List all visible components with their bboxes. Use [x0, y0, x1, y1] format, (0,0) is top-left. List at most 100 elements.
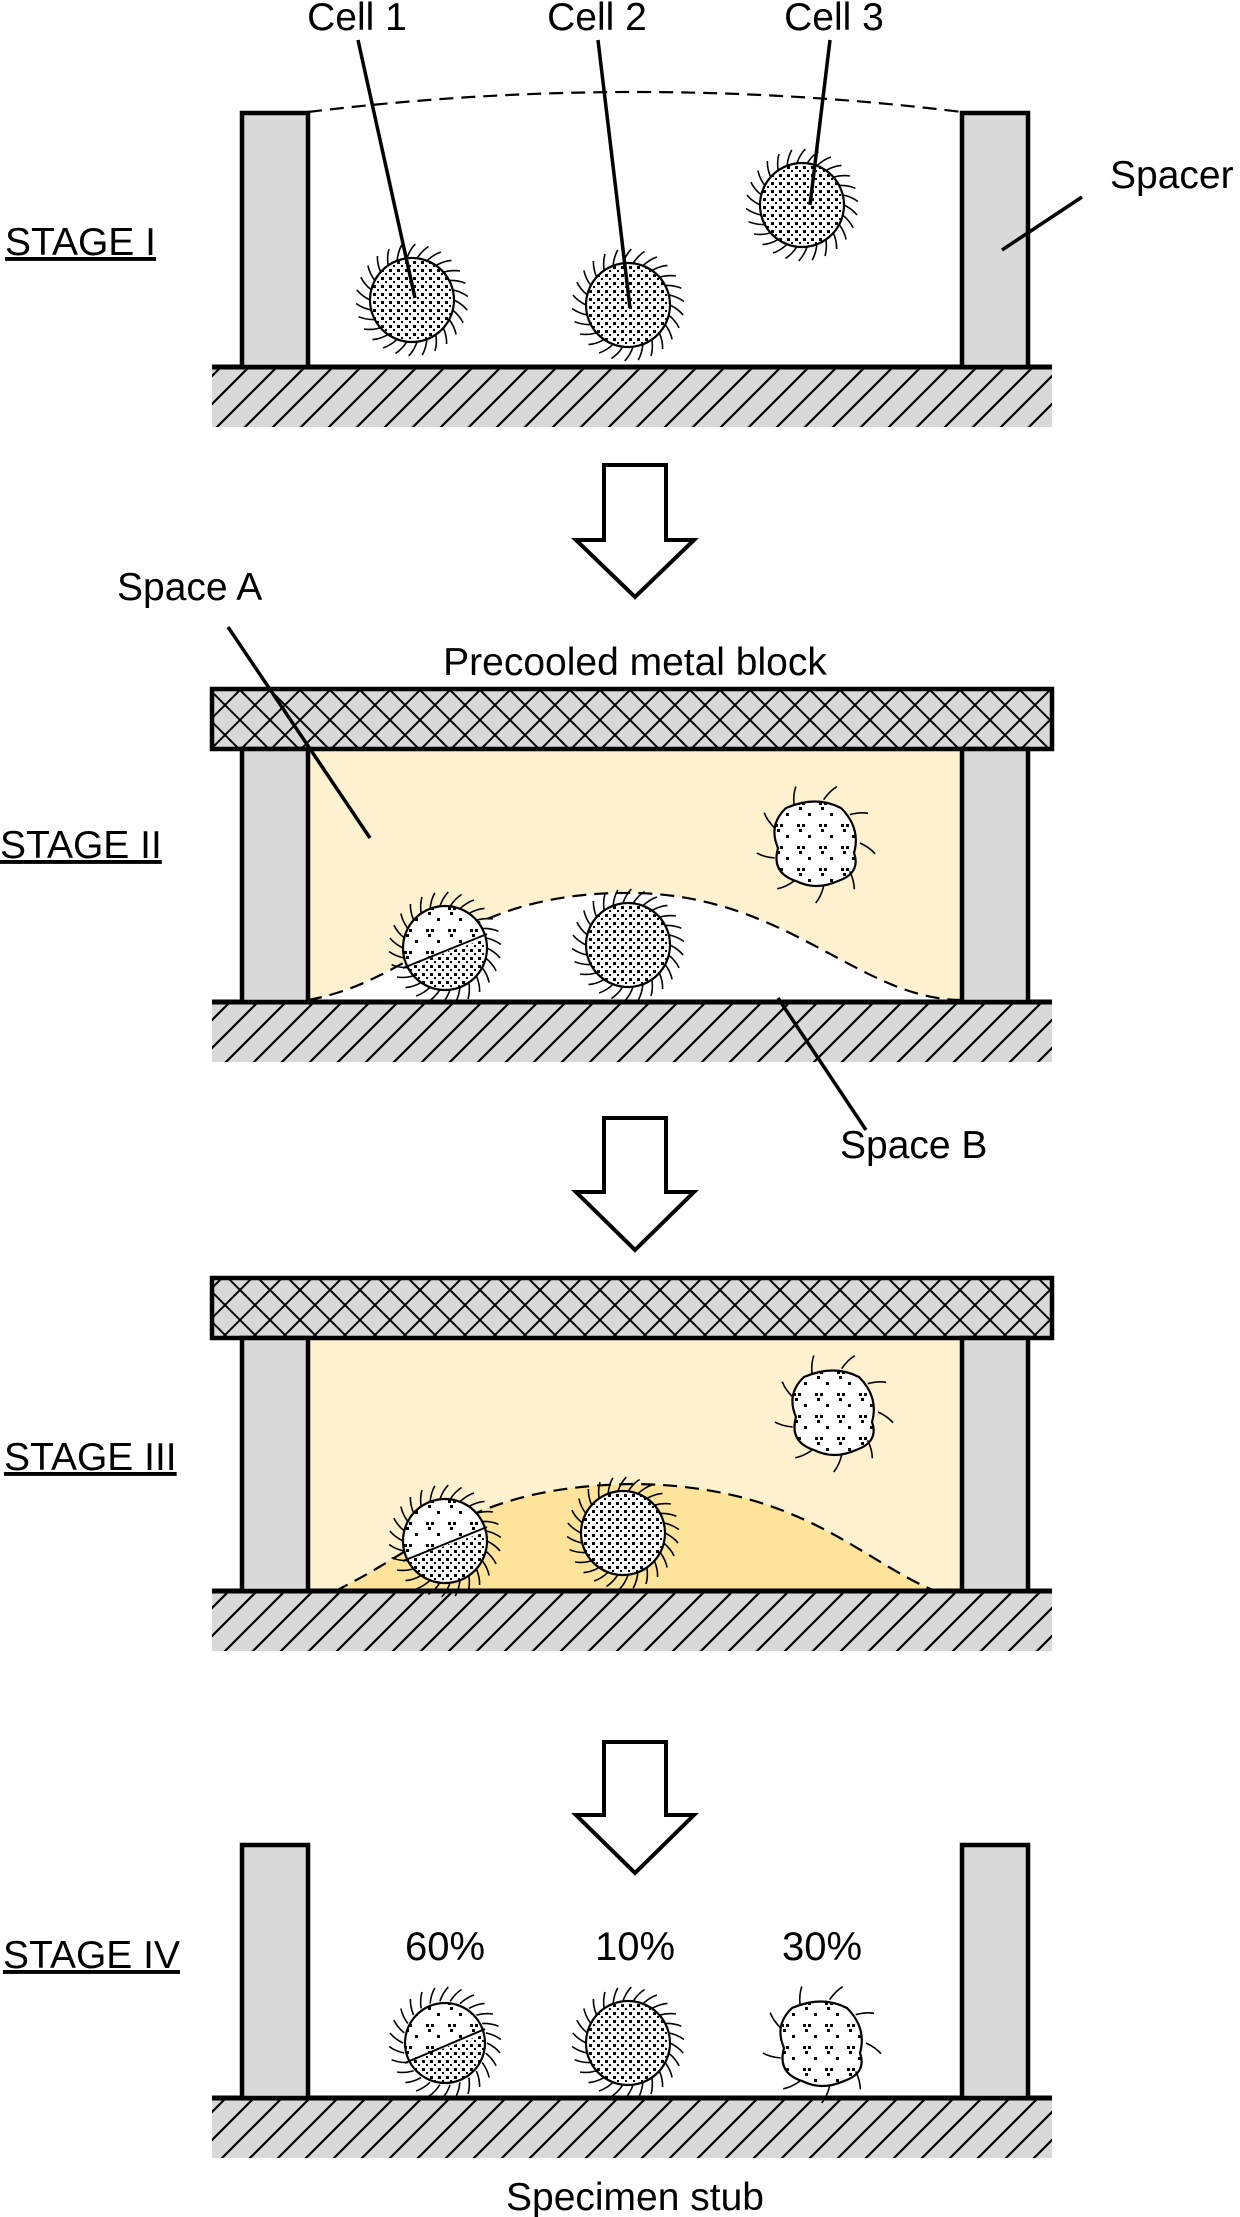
cilium: [610, 986, 624, 1000]
cilium: [396, 975, 414, 979]
cilium: [592, 900, 598, 918]
cell-2-fractured: [571, 1986, 685, 2100]
stage1-spacer-left: [239, 110, 311, 370]
cilium: [668, 294, 685, 303]
cilium: [452, 309, 464, 324]
cilium: [419, 1489, 423, 1507]
cilium: [459, 899, 475, 910]
cilium: [482, 927, 499, 933]
cell-1: [355, 243, 469, 357]
cilium: [784, 246, 798, 260]
cilium: [443, 269, 461, 273]
cilium: [427, 989, 441, 1003]
cilium: [658, 2070, 664, 2088]
cilium: [405, 2076, 422, 2084]
cilium: [583, 2008, 592, 2024]
cilium: [571, 947, 588, 956]
cilium: [454, 2082, 461, 2099]
stage-2: Space A Precooled metal block STAGE II S…: [0, 566, 1055, 1167]
cilium: [746, 194, 761, 206]
cilium: [358, 315, 375, 321]
cilium: [783, 2080, 801, 2090]
cilium: [453, 299, 468, 311]
cilium: [664, 964, 673, 980]
cell-1-partial-frozen: [388, 1484, 502, 1598]
cilium: [610, 2084, 624, 2098]
stage1-specimen-stub: [212, 367, 1052, 427]
cilium: [658, 332, 664, 350]
cilium: [396, 244, 403, 261]
cilium: [393, 924, 405, 939]
cilium: [475, 975, 481, 993]
stage-2-label: STAGE II: [0, 824, 162, 867]
cilium: [665, 2022, 682, 2028]
cilium: [854, 2070, 862, 2090]
stage-3-label: STAGE III: [4, 1436, 177, 1479]
cilium: [627, 1478, 641, 1492]
cilium: [429, 892, 436, 909]
cilium: [442, 327, 448, 345]
cilium: [593, 1571, 609, 1582]
cilium: [441, 989, 451, 1005]
cilium: [426, 251, 442, 262]
cilium: [669, 944, 684, 956]
cilium: [781, 1381, 794, 1398]
cilium: [658, 972, 664, 990]
cilium: [659, 2012, 677, 2016]
cilium: [468, 2002, 485, 2010]
cilium: [642, 1994, 658, 2005]
cilium: [419, 1991, 423, 2009]
cilium: [486, 2042, 501, 2054]
cell-2-frozen: [571, 888, 685, 1002]
cilium: [583, 910, 592, 926]
specimen-stub-label: Specimen stub: [506, 2176, 764, 2217]
cilium: [669, 2042, 684, 2054]
cilium: [645, 1567, 649, 1585]
cilium: [659, 914, 677, 918]
cilium: [579, 2070, 597, 2074]
cilium: [843, 204, 858, 216]
cilium: [588, 2076, 605, 2084]
cilium: [588, 338, 605, 346]
cilium: [650, 2077, 654, 2095]
cilium: [745, 207, 762, 216]
cilium: [408, 341, 418, 357]
cilium: [481, 967, 490, 983]
cilium: [429, 1987, 436, 2004]
cilium: [382, 338, 398, 349]
cilium: [394, 341, 408, 355]
cilium: [664, 324, 673, 340]
cilium: [571, 2045, 588, 2054]
cilium: [576, 921, 588, 936]
cilium: [485, 2052, 497, 2067]
cilium: [796, 148, 806, 164]
cilium: [409, 1998, 415, 2016]
cilium: [405, 981, 422, 989]
cilium: [583, 1566, 600, 1574]
cilium: [605, 1574, 619, 1588]
cilium: [415, 1579, 431, 1590]
cilium: [665, 284, 682, 290]
cilium: [416, 245, 430, 259]
cilium: [650, 339, 654, 357]
cilium: [415, 2081, 431, 2092]
cilium: [610, 346, 624, 360]
cilium: [653, 1560, 659, 1578]
cilium: [481, 2062, 490, 2078]
arrow-down-2: [571, 1116, 699, 1253]
cilium: [632, 1988, 646, 2002]
cilium: [757, 170, 766, 186]
cilium: [651, 2002, 668, 2010]
cilium: [815, 886, 825, 904]
stage3-spacer-right: [959, 1335, 1031, 1594]
cilium: [786, 149, 793, 166]
cilium: [467, 2077, 471, 2095]
cilium: [587, 1488, 593, 1506]
cilium: [406, 243, 416, 259]
stage2-spacer-right: [959, 746, 1031, 1005]
cilium: [821, 2086, 831, 2104]
cilium: [763, 812, 776, 829]
cell-1-partial-frozen: [388, 891, 502, 1005]
cilium: [419, 896, 423, 914]
